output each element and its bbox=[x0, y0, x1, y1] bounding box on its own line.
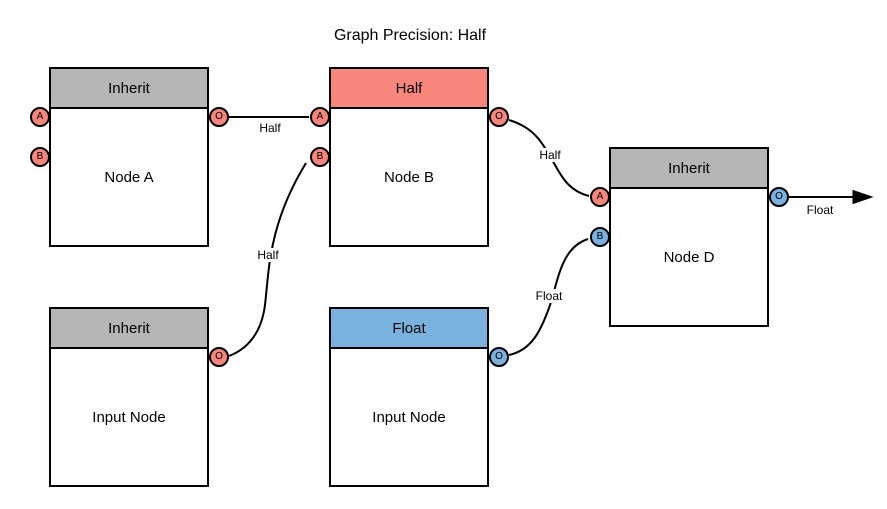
input-node-middle-port-o: O bbox=[489, 347, 509, 367]
node-b-label: Node B bbox=[383, 168, 435, 186]
node-b: Half Node B A B O bbox=[310, 67, 509, 247]
edge-label-input-left-to-node-b: Half bbox=[254, 248, 282, 262]
node-b-port-a: A bbox=[310, 107, 330, 127]
edge-label-input-mid-to-node-d: Float bbox=[532, 289, 566, 303]
arrowhead-icon bbox=[852, 189, 874, 205]
node-a-port-b: B bbox=[30, 147, 50, 167]
edge-label-node-b-to-node-d: Half bbox=[536, 148, 564, 162]
diagram-title: Graph Precision: Half bbox=[333, 27, 487, 44]
node-a-port-o: O bbox=[209, 107, 229, 127]
node-d-port-b: B bbox=[590, 227, 610, 247]
input-node-left-header: Inherit bbox=[51, 309, 207, 349]
input-node-middle-label: Input Node bbox=[372, 408, 446, 426]
edge-label-node-d-output: Float bbox=[803, 203, 837, 217]
input-node-middle-header: Float bbox=[331, 309, 487, 349]
node-d: Inherit Node D A B O bbox=[590, 147, 789, 327]
input-node-left-port-o: O bbox=[209, 347, 229, 367]
input-node-left: Inherit Input Node O bbox=[49, 307, 229, 487]
node-a: Inherit Node A A B O bbox=[30, 67, 229, 247]
input-node-middle: Float Input Node O bbox=[329, 307, 509, 487]
node-a-port-a: A bbox=[30, 107, 50, 127]
node-d-header: Inherit bbox=[611, 149, 767, 189]
node-d-label: Node D bbox=[663, 248, 715, 266]
edge-label-node-a-to-node-b: Half bbox=[256, 121, 284, 135]
node-b-port-b: B bbox=[310, 147, 330, 167]
node-b-header: Half bbox=[331, 69, 487, 109]
node-b-port-o: O bbox=[489, 107, 509, 127]
input-node-left-label: Input Node bbox=[92, 408, 166, 426]
node-a-label: Node A bbox=[104, 168, 154, 186]
node-d-port-o: O bbox=[769, 187, 789, 207]
node-d-port-a: A bbox=[590, 187, 610, 207]
node-a-header: Inherit bbox=[51, 69, 207, 109]
